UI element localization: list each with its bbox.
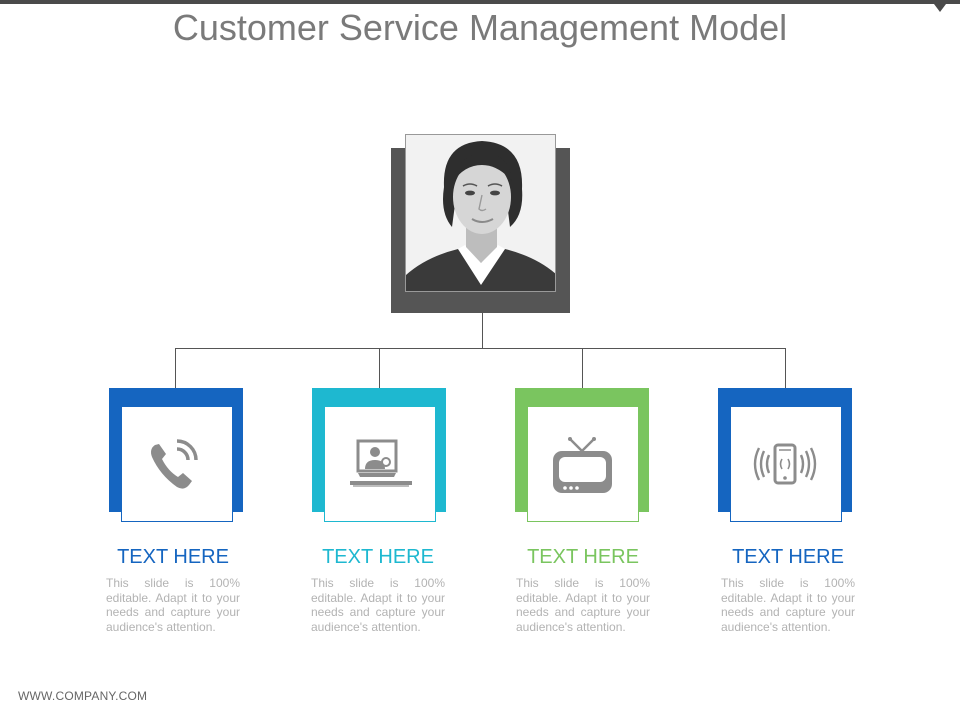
connector-drop-3 <box>582 348 583 388</box>
video-call-laptop-icon <box>350 439 412 487</box>
connector-horizontal <box>175 348 786 349</box>
card-description-3: This slide is 100% editable. Adapt it to… <box>516 576 650 634</box>
top-bar <box>0 0 960 4</box>
card-heading-4: TEXT HERE <box>732 546 844 568</box>
footer-website: WWW.COMPANY.COM <box>18 689 148 703</box>
connector-drop-1 <box>175 348 176 388</box>
slide-title: Customer Service Management Model <box>172 7 788 48</box>
person-portrait-icon <box>406 135 555 291</box>
root-photo <box>405 134 556 292</box>
card-heading-3: TEXT HERE <box>527 546 639 568</box>
card-description-2: This slide is 100% editable. Adapt it to… <box>311 576 445 634</box>
connector-drop-2 <box>379 348 380 388</box>
card-2 <box>324 406 436 522</box>
card-heading-2: TEXT HERE <box>322 546 434 568</box>
card-3 <box>527 406 639 522</box>
corner-marker <box>934 4 946 12</box>
phone-ringing-icon <box>151 439 198 489</box>
card-heading-1: TEXT HERE <box>117 546 229 568</box>
card-description-1: This slide is 100% editable. Adapt it to… <box>106 576 240 634</box>
card-description-4: This slide is 100% editable. Adapt it to… <box>721 576 855 634</box>
television-icon <box>553 437 612 493</box>
card-4 <box>730 406 842 522</box>
connector-root-vertical <box>482 313 483 349</box>
mobile-vibrating-icon <box>753 443 817 485</box>
connector-drop-4 <box>785 348 786 388</box>
card-1 <box>121 406 233 522</box>
